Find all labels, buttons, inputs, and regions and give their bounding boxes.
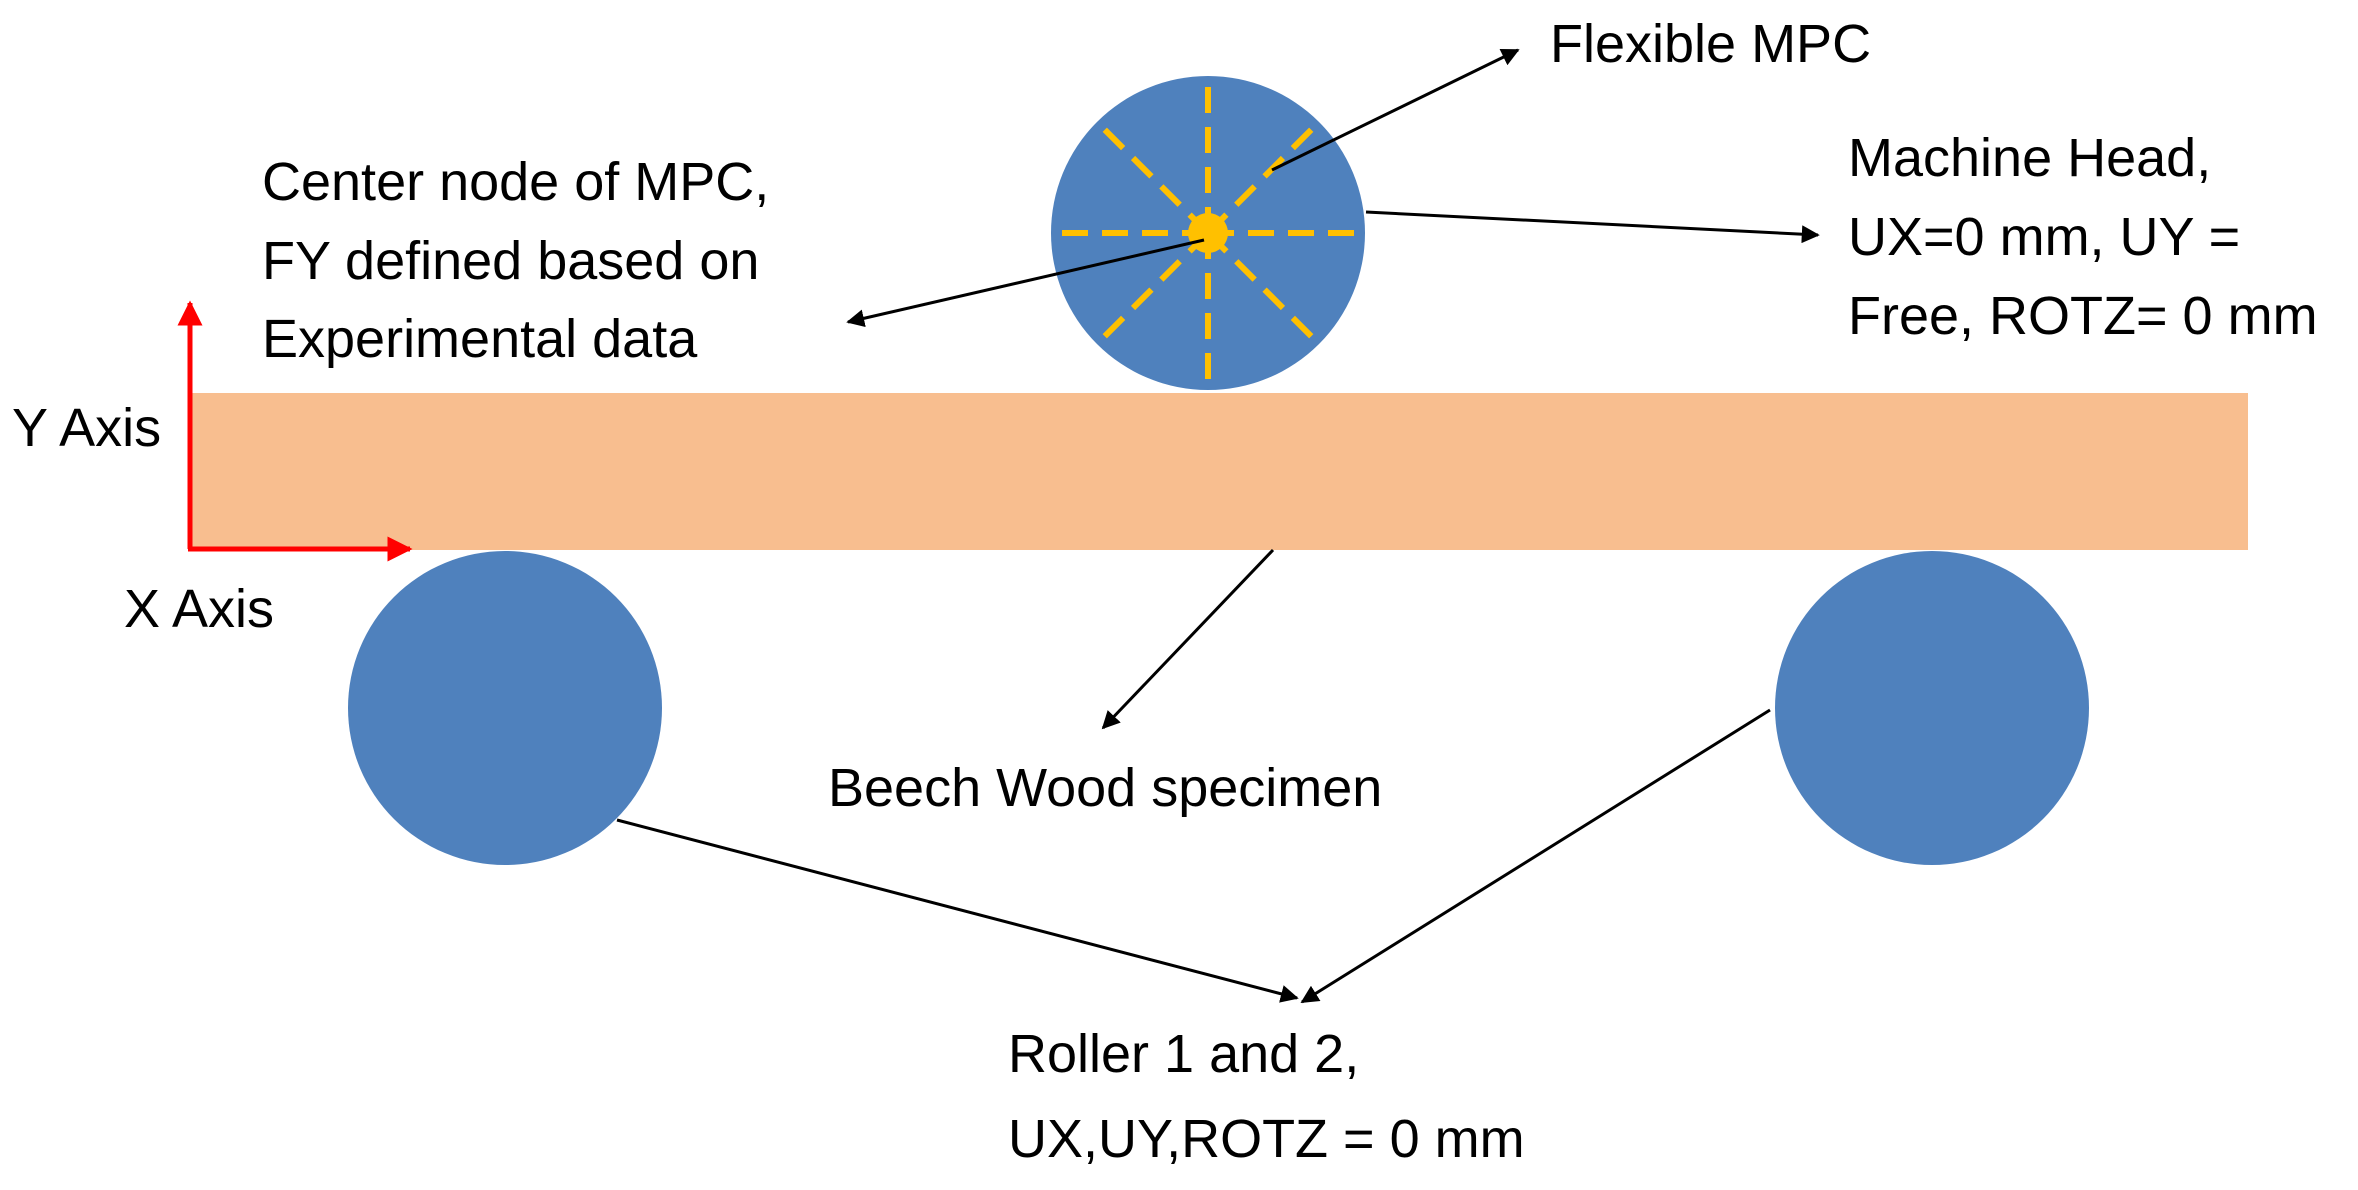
machine-head-label-line-3: Free, ROTZ= 0 mm bbox=[1848, 286, 2318, 346]
x-axis-label: X Axis bbox=[124, 579, 274, 639]
flexible-mpc-label: Flexible MPC bbox=[1550, 14, 1871, 74]
machine-head-label-line-2: UX=0 mm, UY = bbox=[1848, 207, 2240, 267]
center-node-label-line-2: FY defined based on bbox=[262, 231, 759, 291]
center-node-arrow bbox=[846, 238, 1205, 328]
y-axis-label: Y Axis bbox=[12, 398, 161, 458]
flexible-mpc-spokes bbox=[1051, 76, 1365, 390]
flexible-mpc-arrow bbox=[1271, 48, 1520, 172]
center-node-label-line-1: Center node of MPC, bbox=[262, 152, 769, 212]
mpc-center-node bbox=[1188, 213, 1228, 253]
center-node-label-line-3: Experimental data bbox=[262, 309, 698, 369]
specimen-label: Beech Wood specimen bbox=[828, 758, 1382, 818]
rollers-label-line-1: Roller 1 and 2, bbox=[1008, 1024, 1359, 1084]
machine-head-arrow bbox=[1365, 210, 1820, 244]
roller-1 bbox=[348, 551, 662, 865]
roller-1-arrow bbox=[616, 818, 1299, 1003]
roller-2 bbox=[1775, 551, 2089, 865]
specimen-arrow bbox=[1101, 548, 1275, 730]
machine-head-label-line-1: Machine Head, bbox=[1848, 128, 2211, 188]
rollers-label-line-2: UX,UY,ROTZ = 0 mm bbox=[1008, 1109, 1525, 1169]
roller-2-arrow bbox=[1300, 708, 1771, 1004]
beech-wood-specimen bbox=[188, 393, 2248, 550]
